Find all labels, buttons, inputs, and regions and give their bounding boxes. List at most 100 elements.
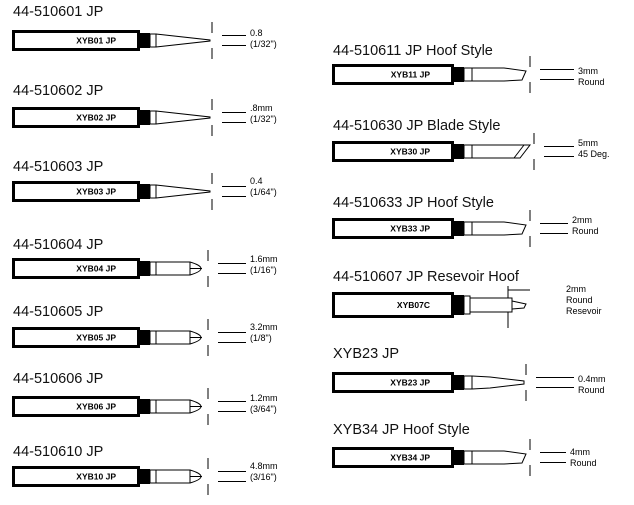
tip-model-code: XYB07C [397, 300, 430, 310]
tip-model-code: XYB23 JP [390, 378, 430, 388]
tip-dimension: 3.2mm [250, 322, 278, 332]
reservoir-tip [470, 297, 513, 313]
tip-body-label-area [15, 469, 137, 484]
tip-model-code: XYB11 JP [391, 70, 431, 80]
tip-model-code: XYB02 JP [76, 113, 116, 123]
tip-part-number: 44-510611 JP Hoof Style [333, 43, 493, 59]
tip-item: 44-510604 JP XYB04 JP 1.6mm(1/16") [12, 237, 278, 287]
tip-dimension: (1/32") [250, 39, 277, 49]
tip-part-number: 44-510603 JP [13, 159, 103, 175]
tip-dimension: Round [566, 295, 593, 305]
tip-connector [140, 469, 150, 484]
tip-part-number: 44-510610 JP [13, 444, 103, 460]
tip-item: 44-510605 JP XYB05 JP 3.2mm(1/8") [12, 304, 278, 356]
hoof-tip [472, 450, 527, 465]
tip-dimension: Round [572, 226, 599, 236]
tip-item: 44-510610 JP XYB10 JP 4.8mm(3/16") [12, 444, 278, 495]
tip-model-code: XYB33 JP [390, 224, 430, 234]
tip-body-label-area [15, 330, 137, 345]
tip-dimension: 4mm [570, 447, 590, 457]
pencil-tip [471, 375, 525, 390]
tip-model-code: XYB04 JP [76, 264, 116, 274]
tip-model-code: XYB03 JP [76, 187, 116, 197]
tip-dimension: 3mm [578, 66, 598, 76]
tip-body-label-area [15, 261, 137, 276]
tip-part-number: 44-510607 JP Resevoir Hoof [333, 269, 520, 285]
tip-connector [140, 110, 150, 125]
tip-model-code: XYB30 JP [390, 147, 430, 157]
tip-connector [140, 399, 150, 414]
tip-part-number: 44-510602 JP [13, 83, 103, 99]
tip-item: 44-510606 JP XYB06 JP 1.2mm(3/64") [12, 371, 278, 425]
tip-dimension: (1/32") [250, 114, 277, 124]
tip-body-label-area [15, 399, 137, 414]
tip-connector [454, 450, 464, 465]
tip-part-number: 44-510630 JP Blade Style [333, 118, 500, 134]
tip-dimension: Resevoir [566, 306, 602, 316]
conical-tip [155, 110, 211, 125]
hoof-tip [472, 221, 527, 236]
tip-dimension: 0.8 [250, 28, 263, 38]
tip-connector [140, 33, 150, 48]
tip-model-code: XYB10 JP [76, 472, 116, 482]
blade-tip [472, 144, 532, 159]
tip-connector [454, 221, 464, 236]
tip-connector [454, 67, 464, 82]
tip-body-label-area [335, 295, 451, 315]
tip-dimension: 1.6mm [250, 254, 278, 264]
tip-dimension: 4.8mm [250, 461, 278, 471]
tip-body-label-area [335, 221, 451, 236]
tip-dimension: 0.4 [250, 176, 263, 186]
tip-dimension: .8mm [250, 103, 273, 113]
tip-body-label-area [15, 110, 137, 125]
tip-dimension: (1/8") [250, 333, 272, 343]
tip-dimension: (1/16") [250, 265, 277, 275]
tip-part-number: 44-510604 JP [13, 237, 103, 253]
tip-dimension: Round [578, 77, 605, 87]
tip-part-number: XYB23 JP [333, 346, 399, 362]
tip-connector [140, 261, 150, 276]
tip-dimension: (3/64") [250, 404, 277, 414]
tip-body-label-area [335, 144, 451, 159]
tip-dimension: 1.2mm [250, 393, 278, 403]
conical-tip [155, 184, 211, 199]
tip-dimension: (1/64") [250, 187, 277, 197]
tip-dimension: 0.4mm [578, 374, 606, 384]
tip-item: 44-510603 JP XYB03 JP 0.4(1/64") [12, 159, 277, 210]
tip-connector [454, 375, 464, 390]
hoof-tip [472, 67, 527, 82]
tip-item: 44-510602 JP XYB02 JP .8mm(1/32") [12, 83, 277, 136]
tip-dimension: 5mm [578, 138, 598, 148]
tip-part-number: 44-510633 JP Hoof Style [333, 195, 494, 211]
tip-dimension: (3/16") [250, 472, 277, 482]
tip-part-number: 44-510605 JP [13, 304, 103, 320]
tip-body-label-area [335, 67, 451, 82]
tip-dimension: 45 Deg. [578, 149, 610, 159]
tip-model-code: XYB05 JP [76, 333, 116, 343]
tip-part-number: XYB34 JP Hoof Style [333, 422, 470, 438]
tip-body-label-area [15, 33, 137, 48]
tip-model-code: XYB06 JP [76, 402, 116, 412]
tip-model-code: XYB34 JP [390, 453, 430, 463]
tip-connector [454, 144, 464, 159]
tip-dimension: 2mm [572, 215, 592, 225]
tip-body-label-area [335, 375, 451, 390]
tip-connector [454, 295, 464, 315]
tip-part-number: 44-510606 JP [13, 371, 103, 387]
tip-dimension: Round [578, 385, 605, 395]
tip-model-code: XYB01 JP [76, 36, 116, 46]
tip-dimension: 2mm [566, 284, 586, 294]
tip-body-label-area [15, 184, 137, 199]
conical-tip [155, 33, 211, 48]
tip-body-label-area [335, 450, 451, 465]
tip-dimension: Round [570, 458, 597, 468]
tip-connector [140, 330, 150, 345]
